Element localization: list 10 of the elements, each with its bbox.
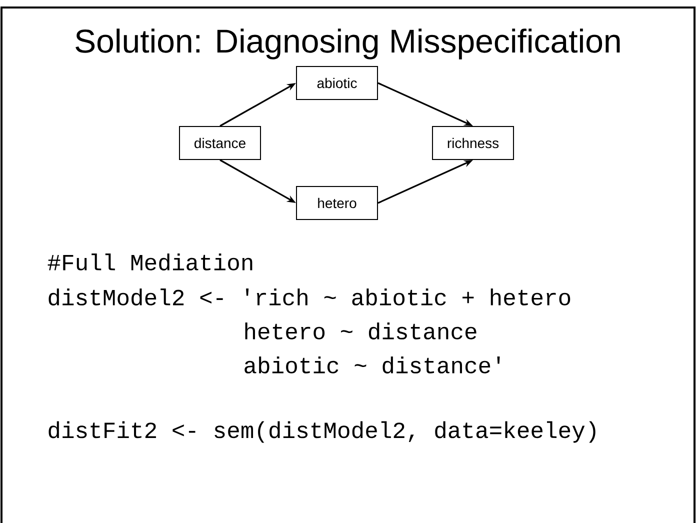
- code-line: distModel2 <- 'rich ~ abiotic + hetero: [48, 288, 570, 306]
- code-line: distFit2 <- sem(distModel2, data=keeley): [48, 421, 596, 443]
- variable-box: distance: [179, 126, 261, 160]
- variable-box: richness: [432, 126, 514, 160]
- code-line: hetero ~ distance: [245, 322, 476, 340]
- code-line: abiotic ~ distance': [244, 356, 500, 374]
- slide-title: Solution: Diagnosing Misspecification: [76, 28, 620, 60]
- variable-box: abiotic: [296, 66, 378, 100]
- code-line: #Full Mediation: [48, 254, 252, 270]
- variable-box: hetero: [296, 186, 378, 220]
